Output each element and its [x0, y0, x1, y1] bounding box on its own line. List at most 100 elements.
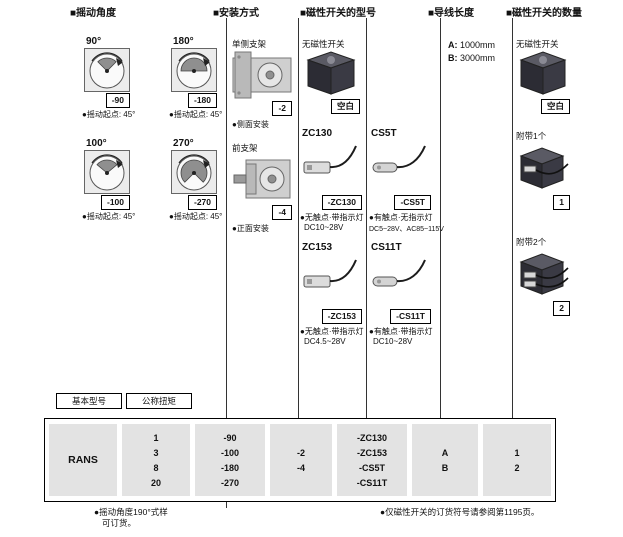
switch-zc153-type: ●无触点·带指示灯 [300, 327, 364, 336]
switch-zc153-label: ZC153 [302, 242, 333, 253]
mounting-side-code: -2 [272, 101, 292, 116]
qty-two-code: 2 [553, 301, 570, 316]
mounting-side-note: ●侧面安装 [232, 120, 269, 129]
switch-cs5t-type: ●有触点·无指示灯 [369, 213, 433, 222]
lead-code: B [441, 462, 449, 473]
connector-line-qty [512, 18, 513, 418]
footnote-right: ●仅磁性开关的订货符号请参阅第1195页。 [380, 507, 540, 517]
mounting-side-bracket-photo [232, 50, 292, 100]
swing-100-label: 100° [86, 138, 107, 149]
swing-90-note: ●摇动起点: 45° [82, 110, 136, 119]
base-model-header: 基本型号 [56, 393, 122, 409]
swing-180-note: ●摇动起点: 45° [169, 110, 223, 119]
torque-header: 公称扭矩 [126, 393, 192, 409]
swing-270-diagram [171, 150, 217, 194]
qty-one-label: 附带1个 [516, 131, 547, 141]
qty-code: 2 [514, 462, 520, 473]
switch-zc130-photo [302, 140, 362, 194]
switch-code: -ZC153 [356, 447, 387, 458]
connector-line-switch [366, 18, 367, 418]
swing-180-label: 180° [173, 36, 194, 47]
switch-cs5t-voltage: DC5~28V、AC85~115V [369, 226, 444, 233]
qty-one-photo [516, 142, 570, 194]
angle-code: -270 [220, 477, 239, 488]
swing-90-code: -90 [105, 93, 130, 108]
section-title-mounting: ■安装方式 [213, 8, 260, 19]
switch-cs11t-code: -CS11T [390, 309, 431, 324]
col-swing-angle: -90 -100 -180 -270 [195, 424, 265, 496]
lead-option-a-value: 1000mm [460, 40, 496, 50]
switch-cs5t-label: CS5T [371, 128, 397, 139]
switch-zc130-code: -ZC130 [321, 195, 362, 210]
section-title-switch-qty: ■磁性开关的数量 [506, 8, 583, 19]
qty-none-code: 空白 [540, 99, 570, 114]
mounting-front-label: 前支架 [232, 143, 258, 153]
base-model-value: RANS [68, 454, 98, 466]
switch-zc130-voltage: DC10~28V [304, 223, 344, 232]
connector-line-lead [440, 18, 441, 418]
lead-option-b-value: 3000mm [460, 53, 496, 63]
switch-zc130-type: ●无触点·带指示灯 [300, 213, 364, 222]
footnote-left-line1: ●摇动角度190°式样 [94, 507, 168, 517]
swing-100-note: ●摇动起点: 45° [82, 212, 136, 221]
swing-180-diagram [171, 48, 217, 92]
mounting-front-code: -4 [272, 205, 292, 220]
swing-270-label: 270° [173, 138, 194, 149]
swing-90-diagram [84, 48, 130, 92]
swing-100-code: -100 [100, 195, 130, 210]
lead-option-a-key: A: [448, 40, 458, 50]
switch-none-label: 无磁性开关 [302, 39, 345, 49]
connector-line-swing [226, 18, 227, 418]
switch-cs11t-photo [371, 254, 431, 308]
swing-100-diagram [84, 150, 130, 194]
switch-code: -ZC130 [356, 432, 387, 443]
torque-value: 20 [150, 477, 161, 488]
switch-code: -CS5T [358, 462, 385, 473]
switch-cs11t-voltage: DC10~28V [373, 337, 413, 346]
swing-180-code: -180 [187, 93, 217, 108]
mounting-front-note: ●正面安装 [232, 224, 269, 233]
section-title-swing-angle: ■摇动角度 [70, 8, 117, 19]
lead-code: A [441, 447, 449, 458]
qty-code: 1 [514, 447, 520, 458]
mounting-side-label: 单侧支架 [232, 39, 267, 49]
switch-zc153-photo [302, 254, 362, 308]
qty-none-label: 无磁性开关 [516, 39, 559, 49]
connector-line-mounting [298, 18, 299, 418]
order-code-table: RANS 1 3 8 20 -90 -100 -180 -270 -2 -4 -… [44, 418, 556, 502]
lead-option-b-key: B: [448, 53, 458, 63]
qty-none-photo [516, 48, 570, 98]
col-base-model: RANS [49, 424, 117, 496]
swing-90-label: 90° [86, 36, 102, 47]
col-torque: 1 3 8 20 [122, 424, 190, 496]
col-mounting: -2 -4 [270, 424, 332, 496]
torque-value: 8 [153, 462, 159, 473]
torque-value: 3 [153, 447, 159, 458]
footnote-tick [226, 502, 227, 508]
lead-option-b: B: 3000mm [448, 53, 495, 63]
section-title-switch-model: ■磁性开关的型号 [300, 8, 377, 19]
col-switch-qty: 1 2 [483, 424, 551, 496]
mounting-code: -4 [296, 462, 305, 473]
switch-zc153-voltage: DC4.5~28V [304, 337, 346, 346]
qty-one-code: 1 [553, 195, 570, 210]
switch-cs5t-photo [371, 140, 431, 194]
switch-none-actuator-photo [302, 48, 360, 98]
col-lead-length: A B [412, 424, 478, 496]
switch-cs11t-type: ●有触点·带指示灯 [369, 327, 433, 336]
angle-code: -180 [220, 462, 239, 473]
angle-code: -90 [223, 432, 237, 443]
switch-code: -CS11T [356, 477, 388, 488]
swing-270-code: -270 [187, 195, 217, 210]
section-title-lead-length: ■导线长度 [428, 8, 475, 19]
footnote-left-line2: 可订货。 [102, 518, 137, 528]
torque-value: 1 [153, 432, 159, 443]
col-switch-model: -ZC130 -ZC153 -CS5T -CS11T [337, 424, 407, 496]
switch-zc153-code: -ZC153 [321, 309, 362, 324]
swing-270-note: ●摇动起点: 45° [169, 212, 223, 221]
qty-two-label: 附带2个 [516, 237, 547, 247]
lead-option-a: A: 1000mm [448, 40, 495, 50]
angle-code: -100 [220, 447, 239, 458]
mounting-code: -2 [296, 447, 305, 458]
